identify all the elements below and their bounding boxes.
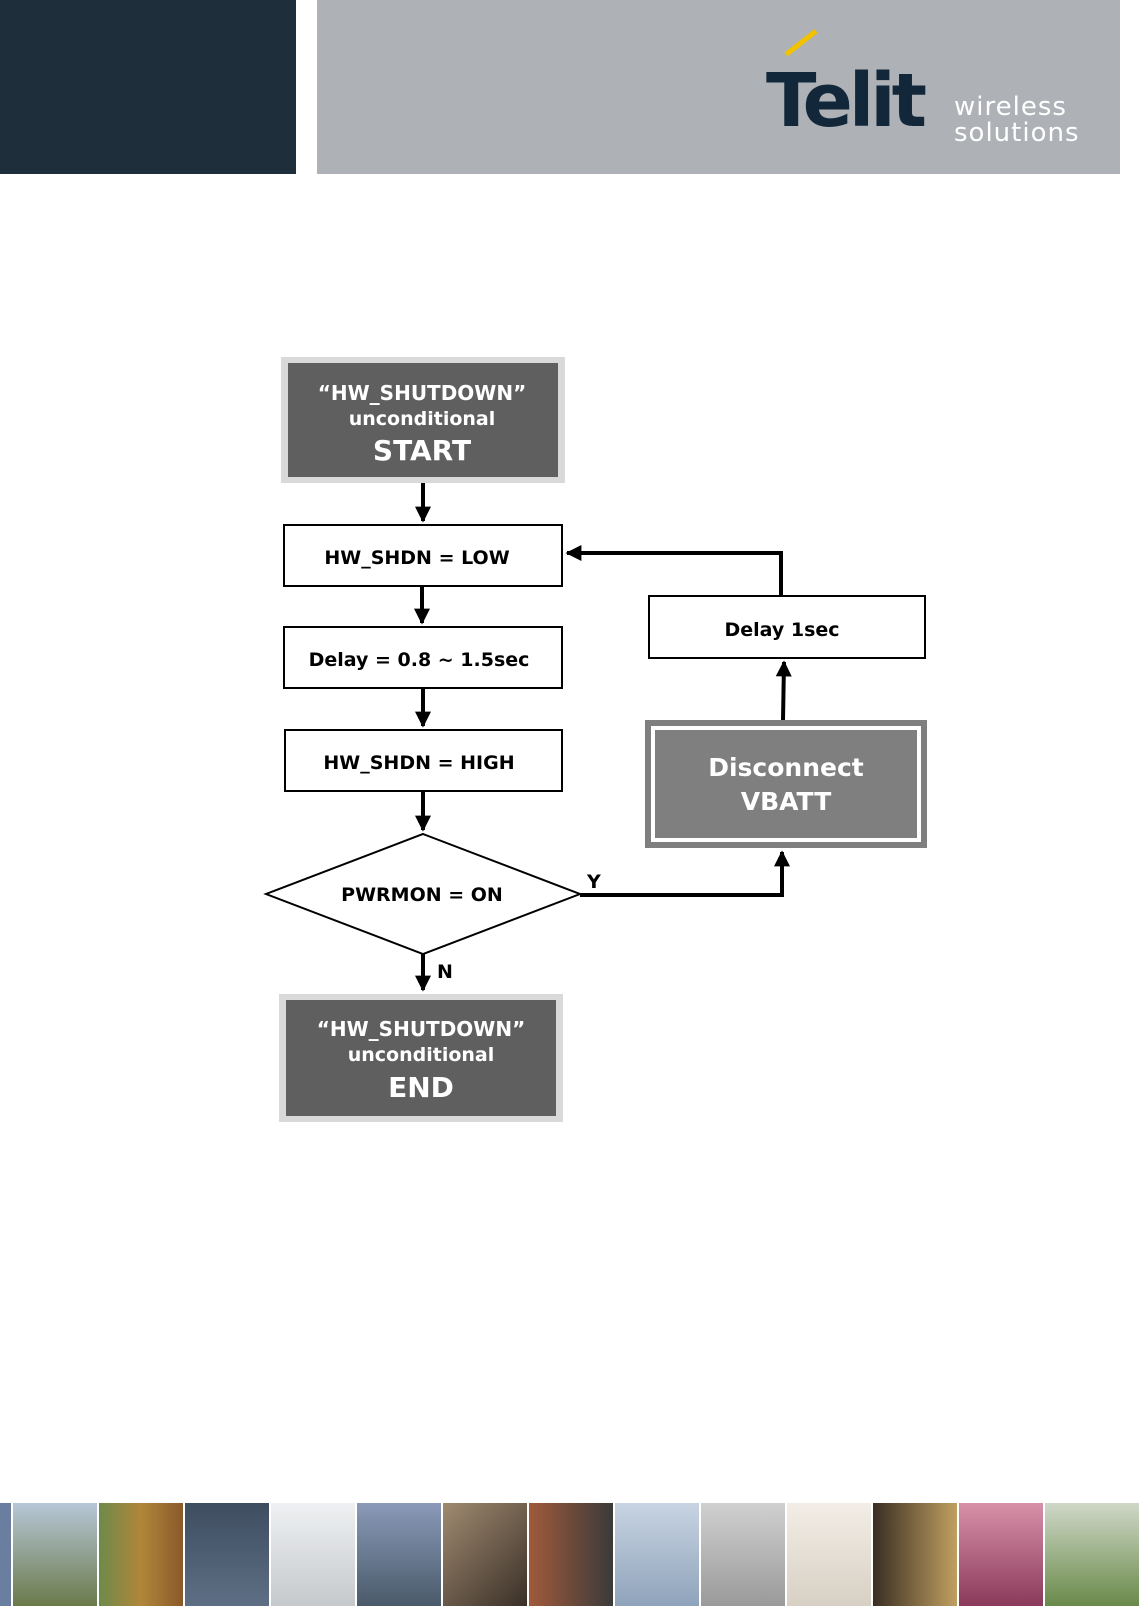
cctv-photo xyxy=(1045,1503,1139,1606)
step-hw-shdn-high-label: HW_SHDN = HIGH xyxy=(323,752,514,774)
disconnect-vbatt-box: Disconnect VBATT xyxy=(645,720,927,848)
start-terminal: “HW_SHUTDOWN” unconditional START xyxy=(281,357,565,483)
sos-phone-photo xyxy=(13,1503,99,1606)
start-label-line2: unconditional xyxy=(349,408,496,430)
end-label-line3: END xyxy=(388,1071,454,1104)
step-hw-shdn-high: HW_SHDN = HIGH xyxy=(285,730,562,791)
card-reader-photo xyxy=(443,1503,529,1606)
start-label-line1: “HW_SHUTDOWN” xyxy=(318,381,527,405)
step-delay: Delay = 0.8 ~ 1.5sec xyxy=(284,627,562,688)
disconnect-label-line2: VBATT xyxy=(741,787,832,816)
containers-photo xyxy=(99,1503,185,1606)
footer-photo-strip xyxy=(0,1503,1145,1606)
cyclist-photo xyxy=(357,1503,443,1606)
disconnect-label-line1: Disconnect xyxy=(708,753,864,782)
start-label-line3: START xyxy=(373,434,471,467)
no-branch-label: N xyxy=(437,961,453,983)
flowchart: “HW_SHUTDOWN” unconditional START HW_SHD… xyxy=(0,0,1145,1500)
step-hw-shdn-low: HW_SHDN = LOW xyxy=(284,525,562,586)
delay-1sec-label: Delay 1sec xyxy=(724,619,839,641)
decision-label: PWRMON = ON xyxy=(341,884,503,906)
step-hw-shdn-low-label: HW_SHDN = LOW xyxy=(324,547,509,569)
laser-photo xyxy=(787,1503,873,1606)
meter-photo xyxy=(701,1503,787,1606)
end-label-line2: unconditional xyxy=(348,1044,495,1066)
end-terminal: “HW_SHUTDOWN” unconditional END xyxy=(279,994,563,1122)
end-label-line1: “HW_SHUTDOWN” xyxy=(317,1017,526,1041)
station-photo xyxy=(873,1503,959,1606)
wind-turbines-photo xyxy=(615,1503,701,1606)
clock-display-photo xyxy=(185,1503,271,1606)
keyboard-photo xyxy=(271,1503,357,1606)
pink-boxes-photo xyxy=(959,1503,1045,1606)
arrow-delay-loop-back xyxy=(567,553,781,596)
yes-branch-label: Y xyxy=(586,871,601,893)
arrow-decision-yes xyxy=(580,852,782,895)
step-delay-label: Delay = 0.8 ~ 1.5sec xyxy=(309,649,530,671)
arrow-disconnect-to-delay xyxy=(783,662,784,720)
vending-photo xyxy=(529,1503,615,1606)
edge-photo-tile xyxy=(0,1503,13,1606)
delay-1sec-box: Delay 1sec xyxy=(649,596,925,658)
decision-pwrmon: PWRMON = ON xyxy=(266,834,580,954)
